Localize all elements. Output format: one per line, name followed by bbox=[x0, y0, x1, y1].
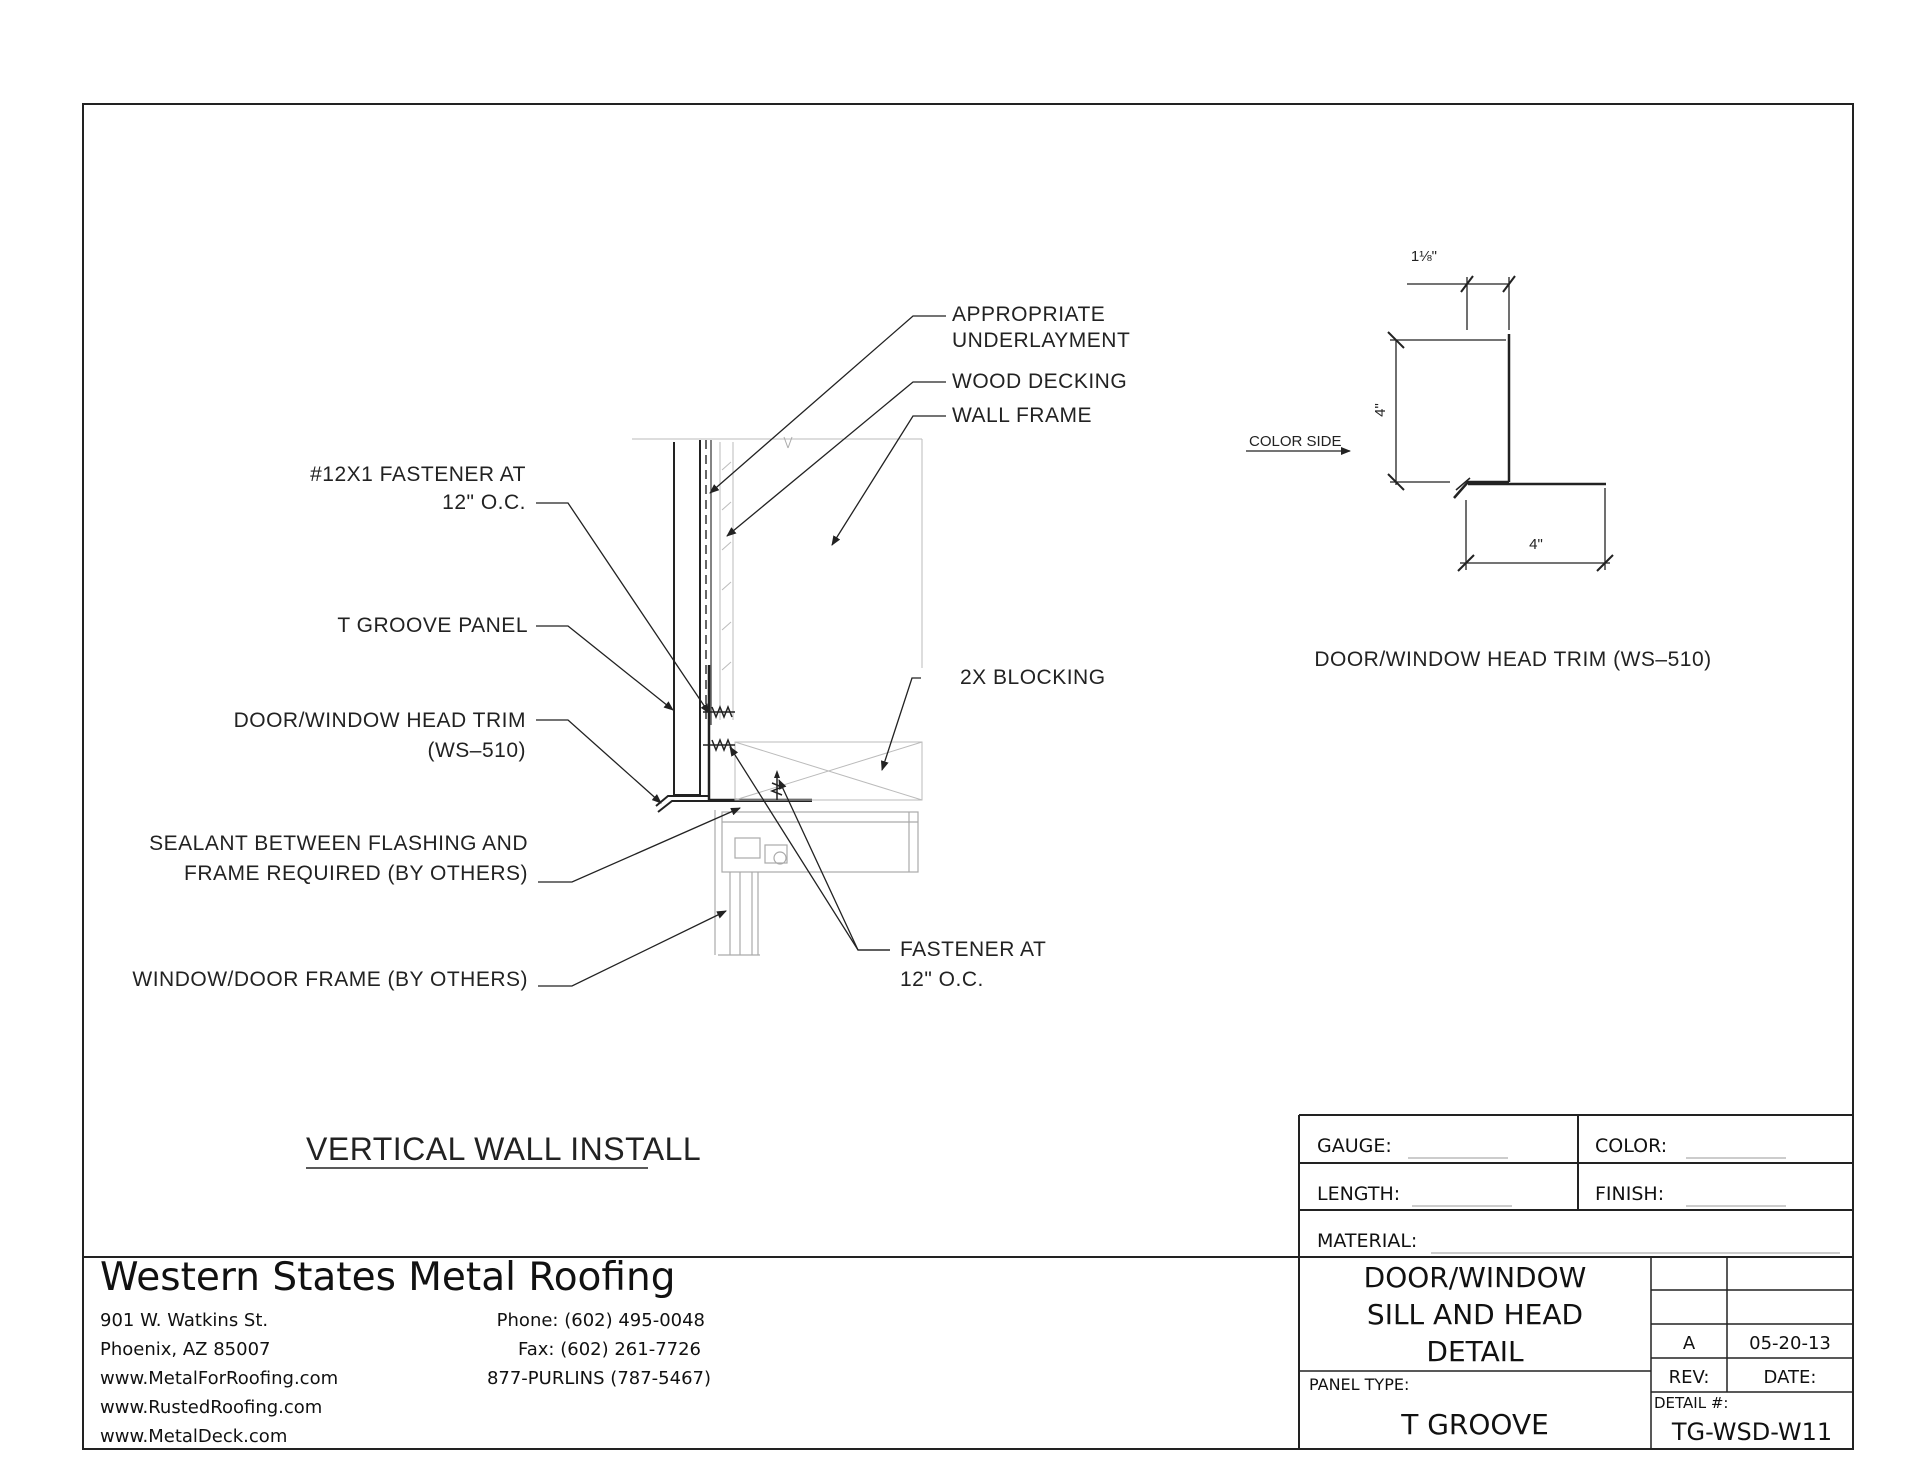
color-label: COLOR: bbox=[1595, 1135, 1667, 1157]
company-phone: Phone: (602) 495-0048 bbox=[497, 1310, 705, 1331]
material-label: MATERIAL: bbox=[1317, 1230, 1417, 1252]
company-address-line1: 901 W. Watkins St. bbox=[100, 1310, 268, 1331]
label-sealant-line2: FRAME REQUIRED (BY OTHERS) bbox=[184, 862, 528, 885]
drawing-title-line3: DETAIL bbox=[1426, 1335, 1524, 1368]
profile-color-side: COLOR SIDE bbox=[1249, 433, 1342, 450]
label-2x-blocking: 2X BLOCKING bbox=[960, 666, 1106, 689]
length-label: LENGTH: bbox=[1317, 1183, 1400, 1205]
label-t-groove-panel: T GROOVE PANEL bbox=[337, 614, 528, 637]
detail-number-label: DETAIL #: bbox=[1654, 1394, 1728, 1412]
label-12x1-fastener-line2: 12" O.C. bbox=[442, 491, 526, 514]
section-drawing bbox=[632, 436, 923, 956]
view-title: VERTICAL WALL INSTALL bbox=[306, 1131, 701, 1167]
label-head-trim-line2: (WS–510) bbox=[427, 739, 526, 762]
label-sealant-line1: SEALANT BETWEEN FLASHING AND bbox=[149, 832, 528, 855]
label-wood-decking: WOOD DECKING bbox=[952, 370, 1127, 393]
label-wall-frame: WALL FRAME bbox=[952, 404, 1092, 427]
label-underlayment-line2: UNDERLAYMENT bbox=[952, 329, 1130, 352]
profile-caption: DOOR/WINDOW HEAD TRIM (WS–510) bbox=[1314, 648, 1711, 671]
drawing-title-line1: DOOR/WINDOW bbox=[1364, 1261, 1587, 1294]
title-block-lines bbox=[83, 1114, 1853, 1449]
company-website-1: www.MetalForRoofing.com bbox=[100, 1368, 338, 1389]
label-underlayment-line1: APPROPRIATE bbox=[952, 303, 1105, 326]
company-address-line2: Phoenix, AZ 85007 bbox=[100, 1339, 270, 1360]
panel-type-value: T GROOVE bbox=[1400, 1408, 1549, 1441]
finish-label: FINISH: bbox=[1595, 1183, 1664, 1205]
label-12x1-fastener-line1: #12X1 FASTENER AT bbox=[310, 463, 526, 486]
company-website-2: www.RustedRoofing.com bbox=[100, 1397, 322, 1418]
trim-profile bbox=[1246, 275, 1614, 572]
profile-dim-left: 4" bbox=[1372, 403, 1389, 417]
date-value: 05-20-13 bbox=[1749, 1333, 1831, 1354]
label-fastener-line1: FASTENER AT bbox=[900, 938, 1046, 961]
detail-number-value: TG-WSD-W11 bbox=[1671, 1418, 1832, 1446]
sheet-border bbox=[82, 103, 1854, 1450]
panel-type-label: PANEL TYPE: bbox=[1309, 1375, 1409, 1394]
rev-value: A bbox=[1683, 1333, 1696, 1354]
label-fastener-line2: 12" O.C. bbox=[900, 968, 984, 991]
company-fax: Fax: (602) 261-7726 bbox=[518, 1339, 701, 1360]
company-website-3: www.MetalDeck.com bbox=[100, 1426, 287, 1447]
company-name: Western States Metal Roofing bbox=[100, 1255, 675, 1300]
date-label: DATE: bbox=[1764, 1367, 1817, 1388]
gauge-label: GAUGE: bbox=[1317, 1135, 1392, 1157]
label-window-frame: WINDOW/DOOR FRAME (BY OTHERS) bbox=[132, 968, 528, 991]
drawing-title-line2: SILL AND HEAD bbox=[1367, 1298, 1583, 1331]
profile-dim-top: 1⅛" bbox=[1411, 248, 1437, 265]
leader-lines bbox=[536, 315, 946, 987]
rev-label: REV: bbox=[1669, 1367, 1710, 1388]
profile-dim-bottom: 4" bbox=[1529, 536, 1543, 553]
label-head-trim-line1: DOOR/WINDOW HEAD TRIM bbox=[234, 709, 526, 732]
company-purlins: 877-PURLINS (787-5467) bbox=[487, 1368, 711, 1389]
